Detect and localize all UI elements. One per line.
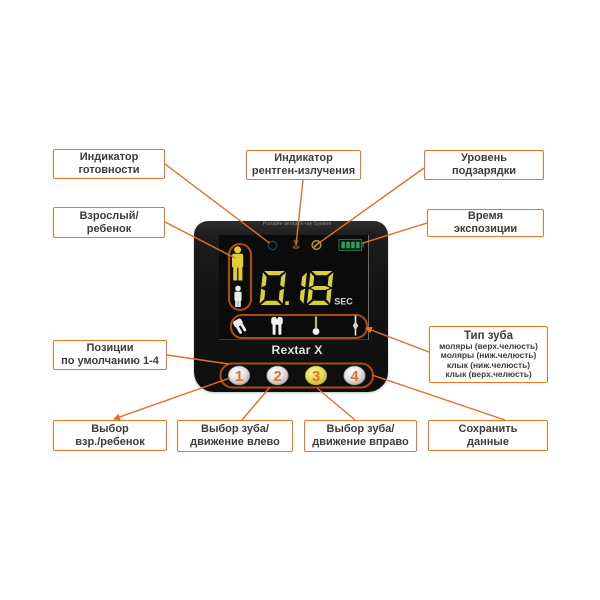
svg-text:1: 1 bbox=[235, 368, 243, 385]
svg-text:Portable dental X-ray System: Portable dental X-ray System bbox=[263, 221, 332, 227]
svg-text:Rextar X: Rextar X bbox=[271, 343, 323, 357]
svg-text:3: 3 bbox=[312, 368, 320, 385]
svg-text:2: 2 bbox=[273, 368, 281, 385]
svg-text:4: 4 bbox=[350, 368, 359, 385]
svg-text:SEC: SEC bbox=[334, 297, 353, 307]
